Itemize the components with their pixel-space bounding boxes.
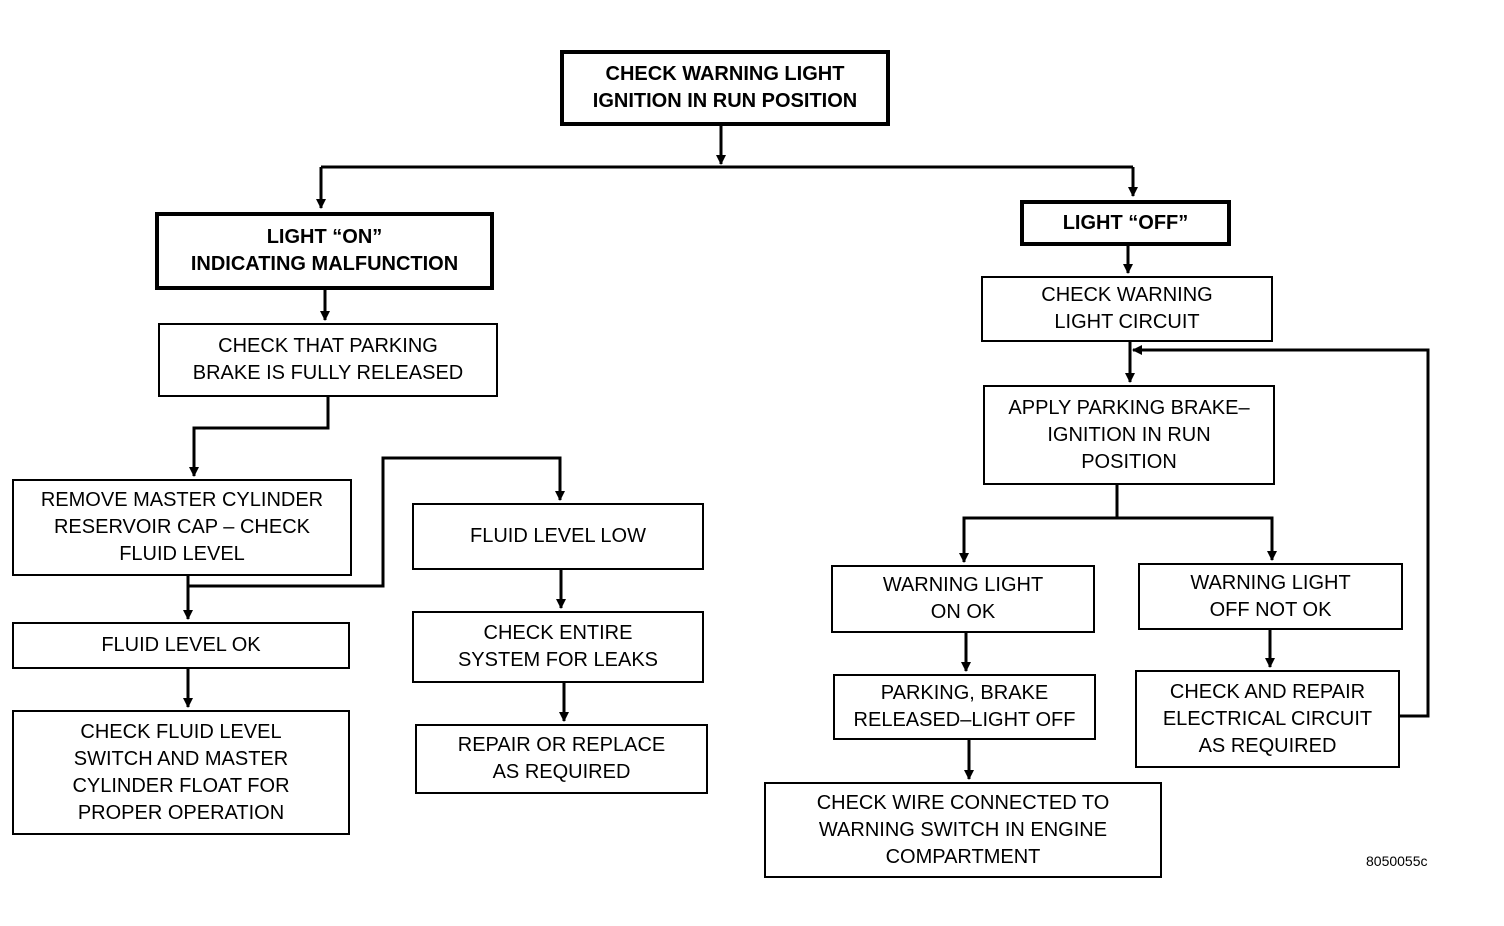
node-check-fluid-switch: CHECK FLUID LEVEL SWITCH AND MASTER CYLI… (12, 710, 350, 835)
node-light-on: LIGHT “ON” INDICATING MALFUNCTION (155, 212, 494, 290)
node-remove-cap: REMOVE MASTER CYLINDER RESERVOIR CAP – C… (12, 479, 352, 576)
node-fluid-level-low: FLUID LEVEL LOW (412, 503, 704, 570)
figure-id: 8050055c (1366, 853, 1428, 869)
edge-apply-to-off-not-ok (1117, 516, 1277, 561)
edge-apply-split (959, 485, 1119, 563)
edge-repair-loop-back (1132, 345, 1430, 718)
node-light-off: LIGHT “OFF” (1020, 200, 1231, 246)
node-warning-on-ok: WARNING LIGHT ON OK (831, 565, 1095, 633)
node-check-parking-brake: CHECK THAT PARKING BRAKE IS FULLY RELEAS… (158, 323, 498, 397)
node-check-repair-circuit: CHECK AND REPAIR ELECTRICAL CIRCUIT AS R… (1135, 670, 1400, 768)
node-apply-parking-brake: APPLY PARKING BRAKE– IGNITION IN RUN POS… (983, 385, 1275, 485)
node-check-entire-system: CHECK ENTIRE SYSTEM FOR LEAKS (412, 611, 704, 683)
node-fluid-level-ok: FLUID LEVEL OK (12, 622, 350, 669)
node-check-light-circuit: CHECK WARNING LIGHT CIRCUIT (981, 276, 1273, 342)
node-parking-released: PARKING, BRAKE RELEASED–LIGHT OFF (833, 674, 1096, 740)
node-check-wire: CHECK WIRE CONNECTED TO WARNING SWITCH I… (764, 782, 1162, 878)
edge-remove-cap-to-low (188, 456, 565, 588)
node-repair-replace: REPAIR OR REPLACE AS REQUIRED (415, 724, 708, 794)
node-check-warning-light: CHECK WARNING LIGHT IGNITION IN RUN POSI… (560, 50, 890, 126)
node-warning-off-not-ok: WARNING LIGHT OFF NOT OK (1138, 563, 1403, 630)
edge-parking-to-remove-cap (189, 397, 330, 477)
